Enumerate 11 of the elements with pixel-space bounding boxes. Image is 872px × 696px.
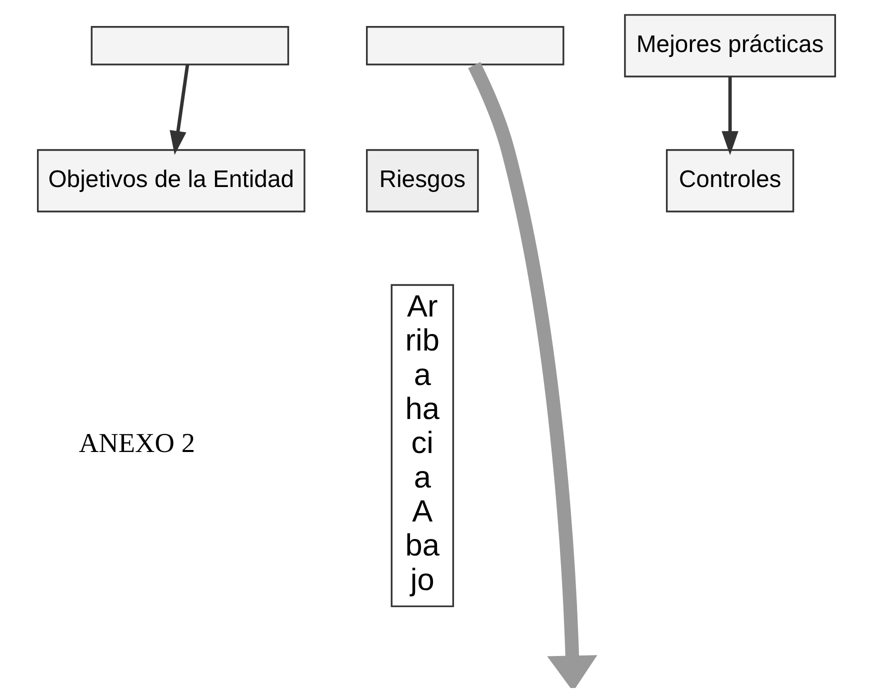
node-box: Riesgos	[366, 149, 478, 212]
arrow	[169, 64, 189, 155]
node-box: Controles	[665, 149, 794, 212]
node-box	[90, 26, 289, 66]
arrow	[721, 76, 738, 156]
node-box	[366, 26, 564, 66]
label: ANEXO 2	[78, 428, 195, 458]
node-box: Mejores prácticas	[624, 14, 836, 78]
arrow	[468, 62, 597, 688]
node-box: Ar rib a ha ci a A ba jo	[390, 284, 454, 608]
node-box: Objetivos de la Entidad	[36, 149, 305, 212]
